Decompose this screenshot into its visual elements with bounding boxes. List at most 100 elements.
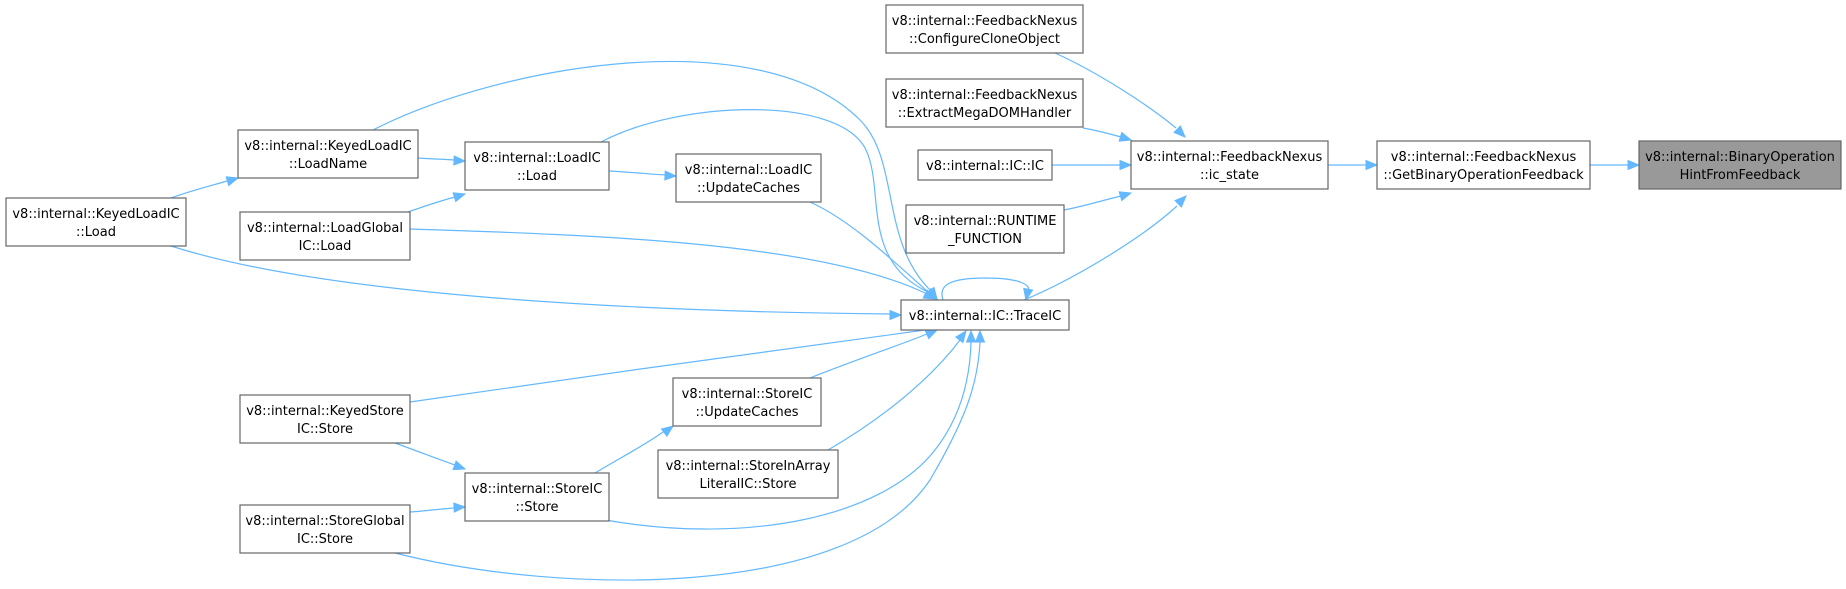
edge-line (1023, 205, 1178, 301)
arrowhead-icon (452, 460, 467, 471)
edge-line (417, 157, 455, 161)
edge-keyedloadname-to-loadicload (417, 155, 467, 166)
node-box (657, 449, 839, 499)
node-keyedloadload[interactable]: v8::internal::KeyedLoadIC::Load (5, 197, 187, 247)
node-traceic[interactable]: v8::internal::IC::TraceIC (900, 299, 1070, 331)
node-binop[interactable]: v8::internal::BinaryOperationHintFromFee… (1638, 140, 1842, 190)
edge-runtimefn-to-icstate (1063, 191, 1133, 211)
edge-loadglobal-to-loadicload (407, 192, 467, 213)
edge-line (372, 60, 931, 291)
edge-line (170, 180, 228, 199)
node-box (464, 141, 610, 191)
node-label-line: ::UpdateCaches (697, 181, 800, 196)
node-label-line: ::Load (517, 169, 557, 184)
edge-storeicstore-to-traceic (599, 329, 977, 530)
nodes-layer: v8::internal::BinaryOperationHintFromFee… (5, 4, 1842, 554)
node-label-line: v8::internal::RUNTIME (914, 214, 1057, 229)
node-extractmega[interactable]: v8::internal::FeedbackNexus::ExtractMega… (885, 78, 1084, 128)
node-getbinop[interactable]: v8::internal::FeedbackNexus::GetBinaryOp… (1376, 140, 1591, 190)
arrowhead-icon (974, 329, 986, 343)
node-label-line: ::ConfigureCloneObject (909, 32, 1060, 47)
node-label-line: LiteralIC::Store (700, 477, 797, 492)
edge-storeicstore-to-storeicupdate (594, 425, 675, 474)
edge-keyedloadload-to-traceic (170, 245, 903, 321)
edge-loadicload-to-loadicupdate (608, 170, 678, 181)
node-box (900, 299, 1070, 331)
node-icic[interactable]: v8::internal::IC::IC (917, 149, 1053, 181)
node-keyedloadname[interactable]: v8::internal::KeyedLoadIC::LoadName (237, 129, 419, 179)
edge-line (394, 442, 456, 466)
edges-layer (170, 52, 1641, 581)
node-label-line: v8::internal::BinaryOperation (1645, 150, 1835, 165)
node-label-line: ::Load (76, 225, 116, 240)
node-label-line: ::LoadName (289, 157, 367, 172)
node-label-line: v8::internal::KeyedLoadIC (244, 139, 411, 154)
edge-line (809, 201, 928, 292)
node-label-line: v8::internal::FeedbackNexus (1137, 150, 1323, 165)
node-box (1638, 140, 1842, 190)
edge-line (1063, 195, 1122, 211)
node-configclone[interactable]: v8::internal::FeedbackNexus::ConfigureCl… (885, 4, 1084, 54)
node-box (1376, 140, 1591, 190)
node-label-line: IC::Store (297, 422, 353, 437)
node-label-line: ::UpdateCaches (695, 405, 798, 420)
node-box (1130, 140, 1329, 190)
edge-extractmega-to-icstate (1082, 127, 1133, 142)
node-label-line: v8::internal::FeedbackNexus (892, 14, 1078, 29)
node-storeinarray[interactable]: v8::internal::StoreInArrayLiteralIC::Sto… (657, 449, 839, 499)
node-box (239, 211, 411, 261)
edge-line (608, 170, 666, 176)
edge-loadicload-to-traceic (600, 109, 939, 300)
node-label-line: v8::internal::LoadGlobal (247, 221, 403, 236)
edge-keyedloadname-to-traceic (372, 60, 938, 301)
edge-line (599, 341, 972, 530)
node-storeicupdate[interactable]: v8::internal::StoreIC::UpdateCaches (672, 377, 822, 427)
edge-icic-to-icstate (1052, 159, 1133, 171)
node-loadicload[interactable]: v8::internal::LoadIC::Load (464, 141, 610, 191)
node-label-line: v8::internal::LoadIC (685, 163, 812, 178)
edge-line (600, 109, 929, 293)
edge-line (809, 333, 928, 379)
arrowhead-icon (922, 289, 937, 300)
node-label-line: _FUNCTION (947, 232, 1022, 247)
arrowhead-icon (1174, 195, 1187, 208)
arrowhead-icon (1118, 191, 1133, 202)
edge-storeglobal-to-storeicstore (409, 502, 467, 513)
node-box (464, 472, 610, 522)
node-icstate[interactable]: v8::internal::FeedbackNexus::ic_state (1130, 140, 1329, 190)
node-label-line: v8::internal::KeyedStore (246, 404, 404, 419)
edge-traceic-to-icstate (1023, 195, 1187, 301)
node-label-line: ::Store (515, 500, 558, 515)
edge-line (409, 507, 455, 513)
edge-keyedstore-to-storeicstore (394, 442, 467, 471)
arrowhead-icon (924, 329, 939, 340)
arrowhead-icon (1118, 131, 1133, 142)
node-runtimefn[interactable]: v8::internal::RUNTIME_FUNCTION (905, 204, 1065, 254)
arrowhead-icon (225, 176, 240, 187)
edge-line (170, 245, 891, 315)
node-label-line: v8::internal::IC::IC (926, 159, 1044, 174)
node-loadicupdate[interactable]: v8::internal::LoadIC::UpdateCaches (675, 153, 822, 203)
arrowhead-icon (1119, 159, 1133, 171)
node-storeicstore[interactable]: v8::internal::StoreIC::Store (464, 472, 610, 522)
node-label-line: v8::internal::IC::TraceIC (909, 309, 1061, 324)
arrowhead-icon (664, 170, 678, 181)
node-box (672, 377, 822, 427)
arrowhead-icon (1173, 125, 1186, 138)
node-label-line: v8::internal::StoreIC (682, 387, 813, 402)
node-label-line: ::GetBinaryOperationFeedback (1383, 168, 1584, 183)
edge-traceic-to-traceic (941, 277, 1034, 302)
edge-line (394, 341, 981, 581)
node-box (5, 197, 187, 247)
node-box (885, 78, 1084, 128)
node-box (905, 204, 1065, 254)
node-label-line: ::ic_state (1200, 168, 1259, 183)
node-box (237, 129, 419, 179)
node-box (675, 153, 822, 203)
edge-line (1082, 127, 1122, 138)
arrowhead-icon (660, 425, 675, 438)
